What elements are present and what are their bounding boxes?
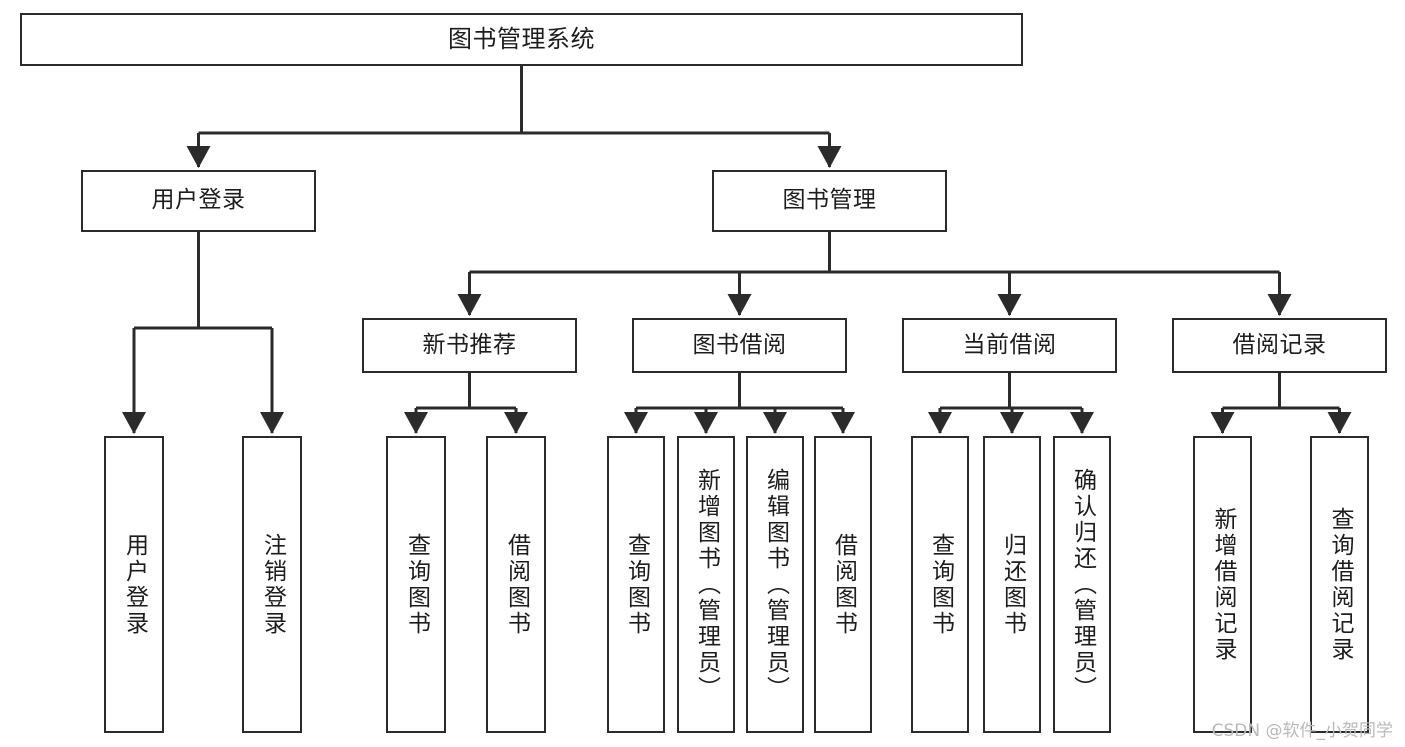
node-borrow-record: 借阅记录 [1172, 318, 1387, 373]
node-leaf-user-login: 用户登录 [104, 436, 164, 733]
node-leaf-return-book: 归还图书 [983, 436, 1041, 733]
node-label-leaf-query-book-borrow: 查询图书 [623, 532, 650, 637]
node-leaf-query-book-borrow: 查询图书 [607, 436, 665, 733]
node-label-book-borrow: 图书借阅 [692, 331, 787, 358]
node-label-leaf-user-logout: 注销登录 [259, 532, 286, 637]
node-label-borrow-record: 借阅记录 [1232, 331, 1327, 358]
node-label-user-login: 用户登录 [151, 187, 246, 214]
node-leaf-add-borrow-record: 新增借阅记录 [1193, 436, 1252, 733]
node-user-login: 用户登录 [81, 170, 316, 232]
node-label-leaf-return-book: 归还图书 [999, 532, 1026, 637]
node-root: 图书管理系统 [20, 13, 1023, 66]
node-label-leaf-confirm-return-admin: 确认归还（管理员） [1069, 467, 1096, 702]
node-leaf-borrow-book-new: 借阅图书 [486, 436, 546, 733]
node-new-book-rec: 新书推荐 [362, 318, 577, 373]
node-leaf-edit-book-admin: 编辑图书（管理员） [746, 436, 804, 733]
node-book-borrow: 图书借阅 [632, 318, 847, 373]
node-label-leaf-query-book-new: 查询图书 [403, 532, 430, 637]
node-leaf-add-book-admin: 新增图书（管理员） [677, 436, 735, 733]
node-leaf-borrow-book: 借阅图书 [814, 436, 872, 733]
node-label-leaf-add-borrow-record: 新增借阅记录 [1210, 506, 1236, 663]
node-label-leaf-query-book-current: 查询图书 [927, 532, 954, 637]
node-leaf-confirm-return-admin: 确认归还（管理员） [1053, 436, 1111, 733]
watermark-label: CSDN @软件_小贺同学 [1211, 721, 1393, 741]
node-label-leaf-add-book-admin: 新增图书（管理员） [693, 467, 720, 702]
node-label-leaf-query-borrow-record: 查询借阅记录 [1327, 506, 1353, 663]
node-label-new-book-rec: 新书推荐 [422, 331, 517, 358]
node-leaf-query-borrow-record: 查询借阅记录 [1310, 436, 1369, 733]
node-label-current-borrow: 当前借阅 [962, 331, 1057, 358]
node-current-borrow: 当前借阅 [902, 318, 1117, 373]
node-leaf-query-book-current: 查询图书 [911, 436, 969, 733]
node-label-leaf-borrow-book: 借阅图书 [830, 532, 857, 637]
node-label-leaf-user-login: 用户登录 [121, 532, 148, 637]
node-book-manage: 图书管理 [712, 170, 947, 232]
node-leaf-query-book-new: 查询图书 [386, 436, 446, 733]
node-label-leaf-borrow-book-new: 借阅图书 [503, 532, 530, 637]
node-label-book-manage: 图书管理 [782, 187, 877, 214]
node-leaf-user-logout: 注销登录 [242, 436, 302, 733]
node-label-leaf-edit-book-admin: 编辑图书（管理员） [762, 467, 789, 702]
node-label-root: 图书管理系统 [448, 25, 595, 54]
